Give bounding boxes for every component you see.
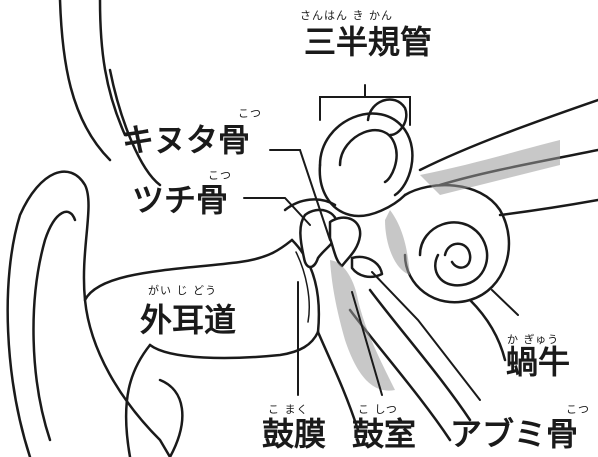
label-malleus: ツチ骨 bbox=[132, 181, 229, 219]
label-malleus-ruby: こつ bbox=[208, 169, 232, 182]
leader-tympanic-cavity bbox=[351, 291, 383, 396]
ear-canal-lower-skin bbox=[124, 343, 152, 457]
eardrum-shape bbox=[290, 238, 321, 334]
canal-inner-loop bbox=[338, 128, 398, 184]
leader-malleus bbox=[243, 197, 311, 226]
leader-stapes bbox=[371, 271, 481, 401]
skin-outline-inner bbox=[98, 0, 127, 137]
cochlea-lower bbox=[468, 298, 507, 362]
label-incus: キヌタ骨 bbox=[122, 121, 251, 159]
label-eardrum: 鼓膜 bbox=[262, 415, 327, 453]
label-tympanic-cavity: 鼓室 bbox=[352, 415, 417, 453]
cochlea-spiral-2 bbox=[418, 221, 489, 287]
skin-outline-right bbox=[108, 68, 162, 187]
skin-outline-left bbox=[58, 0, 112, 162]
auricle-outline bbox=[6, 170, 172, 457]
vestibule bbox=[318, 163, 407, 218]
stapes-shape bbox=[350, 255, 384, 279]
auricle-inner-fold bbox=[32, 210, 77, 442]
bracket-semicircular-canals bbox=[319, 84, 411, 126]
eardrum-inner bbox=[295, 251, 311, 323]
middle-ear-wall-floor bbox=[316, 330, 360, 432]
label-cochlea-ruby: か ぎゅう bbox=[507, 333, 560, 346]
label-incus-ruby: こつ bbox=[238, 107, 262, 120]
canal-top-loop bbox=[366, 98, 408, 137]
label-tympanic-cavity-ruby: こ しつ bbox=[358, 403, 398, 416]
label-semicircular-canals: 三半規管 bbox=[304, 23, 433, 61]
cochlea-spiral-3 bbox=[443, 242, 472, 269]
eustachian-tube-upper bbox=[368, 288, 472, 422]
nerve-bottom bbox=[498, 198, 598, 217]
label-stapes-ruby: こつ bbox=[566, 403, 590, 416]
nerve-top bbox=[418, 98, 598, 172]
label-ear-canal-ruby: がい じ どう bbox=[148, 284, 217, 297]
leader-incus bbox=[269, 149, 331, 241]
label-stapes: アブミ骨 bbox=[450, 415, 579, 453]
leader-cochlea bbox=[491, 289, 519, 316]
label-cochlea: 蝸牛 bbox=[506, 343, 571, 381]
incus-shape bbox=[328, 216, 362, 268]
ear-canal-bottom bbox=[148, 330, 320, 360]
ear-canal-top bbox=[83, 238, 294, 302]
label-eardrum-ruby: こ まく bbox=[268, 403, 309, 416]
label-ear-canal: 外耳道 bbox=[140, 301, 237, 339]
label-semicircular-canals-ruby: さんはん き かん bbox=[300, 9, 393, 22]
auricle-lobe bbox=[158, 378, 184, 457]
canal-outer-loop bbox=[318, 112, 414, 197]
